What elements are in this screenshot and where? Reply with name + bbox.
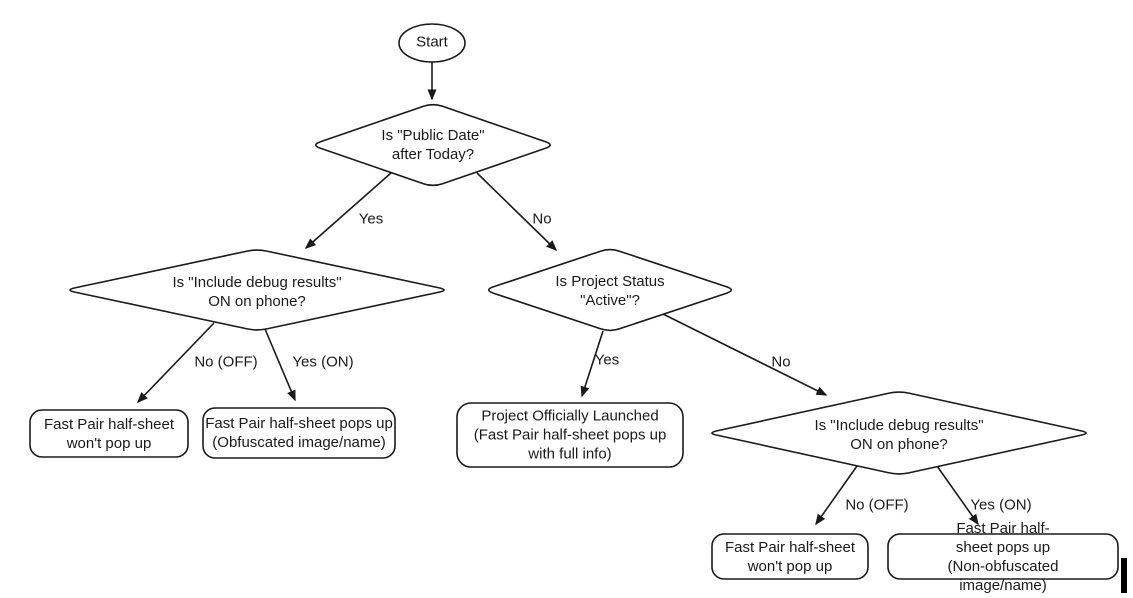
- decision-public-date-label: Is "Public Date" after Today?: [381, 127, 485, 163]
- edge-status-no: [662, 313, 828, 396]
- edge-label-debug-right-yes-on: Yes (ON): [970, 496, 1032, 514]
- outcome-no-popup-left-shape: [29, 409, 189, 458]
- outcome-no-popup-right-shape: [711, 533, 869, 580]
- decision-project-status-shape: [487, 248, 733, 332]
- edge-label-public-yes: Yes: [358, 210, 384, 228]
- outcome-launched-shape: [456, 402, 684, 468]
- decision-project-status-label: Is Project Status "Active"?: [555, 273, 665, 309]
- decision-debug-right-label: Is "Include debug results" ON on phone?: [814, 417, 984, 453]
- outcome-launched-label: Project Officially Launched (Fast Pair h…: [473, 407, 667, 463]
- decision-public-date-shape: [314, 103, 552, 187]
- edge-public-date-yes: [304, 172, 392, 249]
- edge-status-yes: [580, 330, 604, 398]
- edge-public-date-no: [476, 172, 558, 252]
- start-node-shape: [398, 23, 466, 63]
- outcome-non-obfuscated-shape: [887, 533, 1119, 580]
- edge-label-status-no: No: [771, 353, 791, 371]
- decision-debug-left-shape: [69, 249, 445, 331]
- outcome-obfuscated-shape: [202, 407, 396, 459]
- edge-debug-left-yes-on: [264, 328, 296, 402]
- start-node-label: Start: [416, 33, 448, 51]
- decision-debug-right-shape: [711, 391, 1087, 475]
- edge-label-debug-left-yes-on: Yes (ON): [292, 353, 354, 371]
- decision-debug-left-label: Is "Include debug results" ON on phone?: [172, 274, 342, 310]
- outcome-non-obfuscated-label: Fast Pair half-sheet pops up (Non-obfusc…: [947, 520, 1059, 594]
- outcome-no-popup-right-label: Fast Pair half-sheet won't pop up: [724, 539, 856, 575]
- text-cursor-artifact: [1121, 558, 1127, 593]
- edge-label-status-yes: Yes: [594, 351, 620, 369]
- edge-label-debug-right-no-off: No (OFF): [845, 496, 909, 514]
- outcome-no-popup-left-label: Fast Pair half-sheet won't pop up: [43, 416, 175, 452]
- edge-label-debug-left-no-off: No (OFF): [194, 353, 258, 371]
- edge-debug-right-yes-on: [936, 465, 979, 526]
- outcome-obfuscated-label: Fast Pair half-sheet pops up (Obfuscated…: [205, 415, 393, 451]
- edge-debug-right-no-off: [815, 465, 858, 526]
- edge-debug-left-no-off: [136, 322, 215, 404]
- edge-label-public-no: No: [532, 210, 552, 228]
